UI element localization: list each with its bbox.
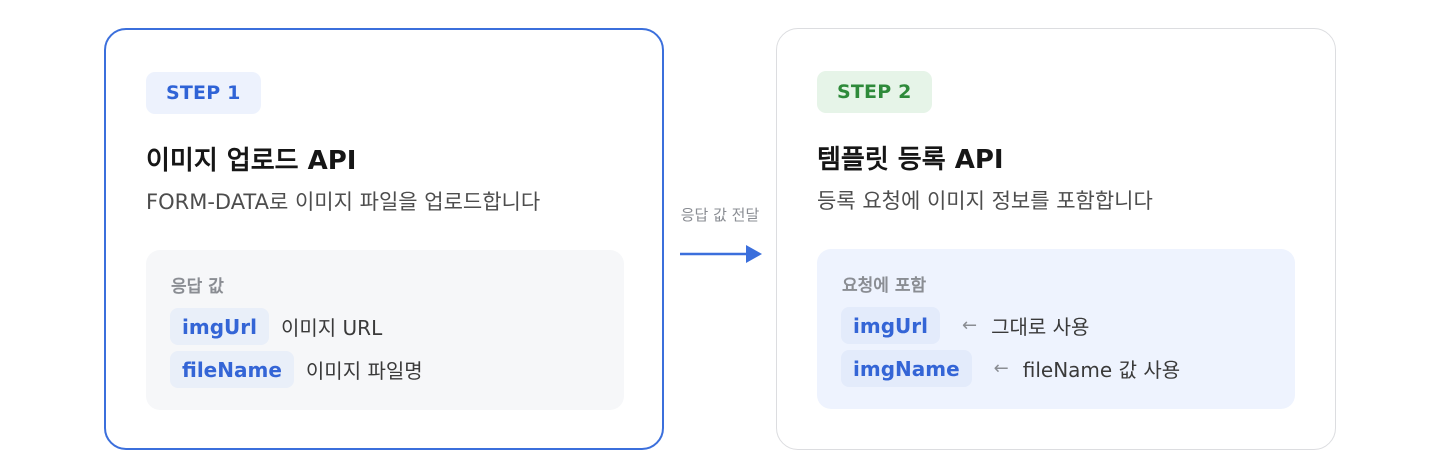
field-chip-imgurl: imgUrl (841, 307, 940, 344)
field-chip-imgname: imgName (841, 350, 972, 387)
step2-title: 템플릿 등록 API (817, 145, 1004, 175)
step1-badge: STEP 1 (146, 72, 261, 114)
arrow-right-icon (680, 245, 762, 263)
field-chip-imgurl: imgUrl (170, 308, 269, 345)
step2-badge: STEP 2 (817, 71, 932, 113)
step1-response-panel: 응답 값 imgUrl 이미지 URL fileName 이미지 파일명 (146, 250, 624, 410)
step1-description: FORM-DATA로 이미지 파일을 업로드합니다 (146, 190, 541, 214)
arrow-left-icon: ← (993, 358, 1009, 379)
field-desc-filename: 이미지 파일명 (305, 359, 423, 383)
arrow-left-icon: ← (961, 315, 978, 336)
step2-panel-label: 요청에 포함 (842, 276, 927, 296)
step1-title: 이미지 업로드 API (146, 146, 357, 176)
field-chip-filename: fileName (170, 351, 294, 388)
step1-panel-label: 응답 값 (171, 277, 224, 297)
step2-description: 등록 요청에 이미지 정보를 포함합니다 (817, 189, 1153, 213)
step1-row-imgurl: imgUrl 이미지 URL (170, 308, 382, 345)
step1-row-filename: fileName 이미지 파일명 (170, 351, 423, 388)
step2-row-imgurl: imgUrl ← 그대로 사용 (841, 307, 1089, 344)
field-desc-imgurl: 이미지 URL (280, 316, 383, 340)
step2-card: STEP 2 템플릿 등록 API 등록 요청에 이미지 정보를 포함합니다 요… (776, 28, 1336, 450)
field-desc-imgurl: 그대로 사용 (991, 315, 1090, 339)
step2-request-panel: 요청에 포함 imgUrl ← 그대로 사용 imgName ← fileNam… (817, 249, 1295, 409)
step1-card: STEP 1 이미지 업로드 API FORM-DATA로 이미지 파일을 업로… (104, 28, 664, 450)
step-connector: 응답 값 전달 (664, 200, 776, 270)
field-desc-imgname: fileName 값 사용 (1022, 358, 1181, 382)
step2-row-imgname: imgName ← fileName 값 사용 (841, 350, 1180, 387)
connector-label: 응답 값 전달 (680, 206, 760, 224)
